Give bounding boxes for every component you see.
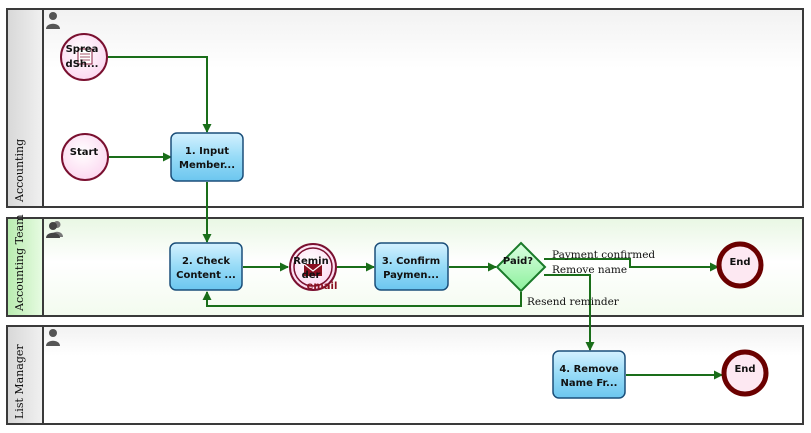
spreadsheet-label-line1: Sprea (66, 44, 99, 55)
end-event-team[interactable]: End (716, 241, 764, 289)
task-check-content-line2: Content ... (176, 270, 236, 281)
lane-header-accounting: Accounting (8, 10, 44, 206)
end-team-label: End (729, 257, 750, 268)
envelope-icon (303, 263, 323, 276)
person-icon (46, 12, 60, 29)
start-label: Start (70, 147, 99, 158)
task-confirm-payment[interactable]: 3. Confirm Paymen... (374, 242, 449, 291)
lane-header-accounting-team: Accounting Team (8, 214, 44, 315)
reminder-email-event[interactable]: Remin der email (289, 243, 338, 292)
reminder-sublabel: email (307, 281, 338, 292)
task-input-member-line1: 1. Input (185, 146, 229, 157)
task-input-member[interactable]: 1. Input Member... (170, 132, 244, 182)
task-remove-name[interactable]: 4. Remove Name Fr... (552, 350, 626, 399)
paid-gateway-label: Paid? (503, 256, 533, 267)
spreadsheet-start-event[interactable]: Sprea dSh... (60, 33, 108, 81)
task-confirm-payment-line1: 3. Confirm (382, 256, 440, 267)
lane-accounting: Accounting (6, 8, 804, 208)
person-icon (46, 329, 60, 346)
group-icon (46, 221, 63, 238)
flow-paid-to-remove[interactable] (544, 274, 595, 351)
flow-paid-to-end[interactable] (544, 258, 719, 272)
lane-header-list-manager: List Manager (8, 327, 44, 423)
reminder-label-line1: Remin (293, 256, 328, 267)
edge-label-remove-name: Remove name (552, 264, 627, 276)
edge-label-payment-confirmed: Payment confirmed (552, 249, 655, 261)
end-event-manager[interactable]: End (721, 349, 769, 397)
end-manager-label: End (734, 364, 755, 375)
spreadsheet-label-line2: dSh... (66, 59, 99, 70)
sequence-flows (108, 56, 723, 380)
lane-list-manager: List Manager (6, 325, 804, 425)
task-check-content[interactable]: 2. Check Content ... (169, 242, 243, 291)
document-icon (77, 48, 93, 65)
task-confirm-payment-line2: Paymen... (383, 270, 439, 281)
task-check-content-line1: 2. Check (182, 256, 230, 267)
task-remove-name-line2: Name Fr... (561, 378, 618, 389)
flow-paid-resend-reminder[interactable] (202, 291, 522, 307)
edge-label-resend-reminder: Resend reminder (527, 296, 620, 308)
start-event[interactable]: Start (61, 133, 109, 181)
paid-gateway[interactable]: Paid? (495, 241, 547, 293)
task-input-member-line2: Member... (179, 160, 235, 171)
reminder-label-line2: der (302, 270, 321, 281)
flow-spreadsheet-to-input[interactable] (108, 56, 212, 133)
task-remove-name-line1: 4. Remove (559, 364, 619, 375)
